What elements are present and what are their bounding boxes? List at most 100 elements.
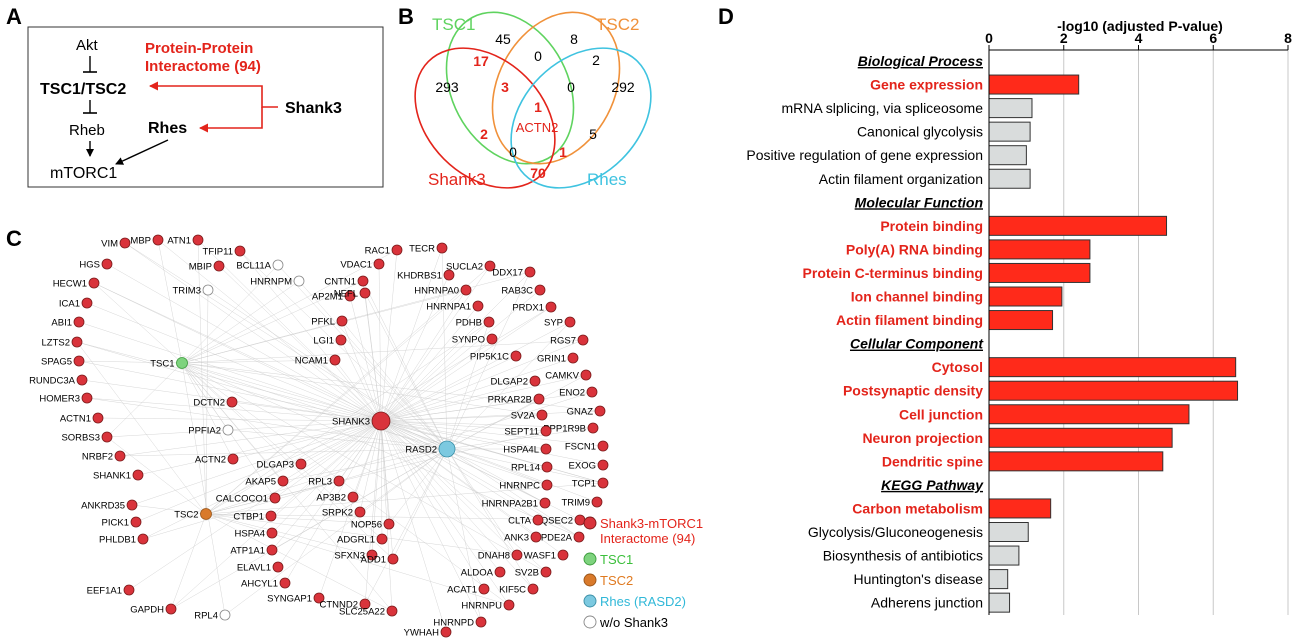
panel-label-a: A	[6, 4, 22, 29]
network-edge	[106, 420, 382, 438]
network-node-hspa4	[266, 527, 278, 539]
network-edge	[142, 420, 382, 540]
network-label-pdhb: PDHB	[456, 318, 482, 329]
network-node-spag5	[73, 355, 85, 367]
venn-count-tsc1-shank3-rhes: 1	[559, 144, 567, 160]
network-node-exog	[597, 459, 609, 471]
network-label-elavl1: ELAVL1	[237, 563, 271, 574]
bar	[988, 145, 1027, 166]
network-node-nop56	[383, 518, 395, 530]
network-edge	[380, 420, 482, 623]
network-edge	[181, 249, 398, 364]
network-edge	[364, 448, 448, 605]
network-node-phldb1	[137, 533, 149, 545]
network-label-pip5k1c: PIP5K1C	[470, 352, 509, 363]
network-edge	[218, 265, 382, 422]
network-edge	[135, 420, 382, 523]
bar	[988, 569, 1009, 590]
network-label-dctn2: DCTN2	[193, 398, 225, 409]
network-edge	[380, 420, 518, 556]
legend-label-without: w/o Shank3	[599, 615, 668, 630]
network-edge	[205, 289, 467, 515]
network-edge	[76, 341, 382, 422]
bar-label: Neuron projection	[862, 430, 983, 446]
network-node-synpo	[486, 333, 498, 345]
network-edge	[78, 321, 382, 422]
bar	[988, 357, 1237, 378]
network-node-sfxn3	[366, 549, 378, 561]
network-edge	[380, 420, 501, 573]
network-label-rab3c: RAB3C	[501, 286, 533, 297]
network-edge	[446, 448, 534, 590]
network-node-tecr	[436, 242, 448, 254]
network-edge	[380, 420, 598, 503]
network-label-ahcyl1: AHCYL1	[241, 579, 278, 590]
network-label-srpk2: SRPK2	[322, 508, 353, 519]
node-rheb: Rheb	[69, 122, 105, 139]
network-edge	[446, 321, 490, 450]
network-edge	[441, 247, 448, 450]
network-label-shank1: SHANK1	[93, 471, 131, 482]
network-edge	[380, 321, 490, 422]
network-node-dlgap2	[529, 375, 541, 387]
tick-label-4: 4	[1135, 30, 1143, 46]
network-node-add1	[387, 553, 399, 565]
node-mtorc1: mTORC1	[50, 165, 117, 182]
network-label-eno2: ENO2	[559, 388, 585, 399]
network-label-fscn1: FSCN1	[565, 442, 596, 453]
network-edge	[97, 417, 382, 422]
bar-label: Postsynaptic density	[843, 383, 983, 399]
network-edge	[380, 420, 564, 556]
network-node-ncam1	[329, 354, 341, 366]
network-node-rpl4	[219, 609, 231, 621]
network-edge	[300, 420, 382, 465]
network-node-ap2m1	[344, 290, 356, 302]
network-node-hnrnpc	[541, 479, 553, 491]
network-edge	[349, 295, 382, 422]
bar	[988, 427, 1173, 448]
network-edge	[128, 420, 382, 591]
network-edge	[205, 265, 491, 515]
network-node-slc25a22	[386, 605, 398, 617]
network-edge	[380, 420, 604, 466]
network-label-ppfia2: PPFIA2	[188, 426, 221, 437]
network-edge	[380, 305, 479, 422]
ppi-title-2: Interactome (94)	[145, 58, 261, 75]
bar	[988, 545, 1020, 566]
network-edge	[380, 420, 594, 429]
network-node-rgs7	[577, 334, 589, 346]
network-edge	[157, 239, 183, 364]
node-rhes: Rhes	[148, 120, 187, 137]
legend-label-tsc2: TSC2	[600, 573, 633, 588]
network-label-add1: ADD1	[361, 555, 386, 566]
network-node-rpl14	[541, 461, 553, 473]
network-label-clta: CLTA	[508, 516, 532, 527]
network-edge	[274, 420, 382, 499]
network-edge	[380, 420, 547, 573]
network-edge	[371, 420, 382, 556]
bar	[988, 215, 1168, 236]
network-edge	[364, 292, 448, 450]
venn-count-tsc1-shank3: 17	[473, 53, 489, 69]
network-label-sucla2: SUCLA2	[446, 262, 483, 273]
network-node-aldoa	[494, 566, 506, 578]
network-label-tsc2: TSC2	[174, 510, 198, 521]
network-label-exog: EXOG	[569, 461, 596, 472]
network-edge	[181, 264, 279, 364]
network-label-ctnnd2: CTNND2	[319, 600, 358, 611]
network-edge	[380, 420, 604, 447]
network-edge	[341, 320, 448, 450]
network-node-pip5k1c	[510, 350, 522, 362]
network-node-hnrnpa2b1	[539, 497, 551, 509]
network-edge	[380, 271, 531, 422]
group-header: KEGG Pathway	[881, 477, 984, 493]
network-edge	[380, 306, 552, 422]
network-edge	[181, 362, 234, 460]
network-node-ahcyl1	[279, 577, 291, 589]
network-label-ankrd35: ANKRD35	[81, 501, 125, 512]
